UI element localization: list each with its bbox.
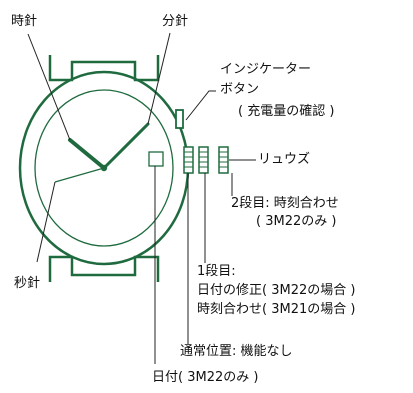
- watch-dial: [34, 89, 174, 247]
- leader-lines: [27, 32, 256, 364]
- label-step-1-line3: 時刻合わせ( 3M21の場合 ): [197, 302, 356, 317]
- watch-case: [48, 55, 160, 82]
- crown-steps: [183, 146, 229, 174]
- center-pin: [100, 164, 108, 172]
- label-step-1-line1: 1段目:: [197, 264, 236, 279]
- date-window: [148, 151, 164, 167]
- indicator-button: [175, 109, 184, 129]
- label-second-hand: 秒針: [14, 276, 41, 291]
- leader-indicator: [185, 90, 216, 121]
- crown-step-2: [218, 146, 229, 174]
- hour-hand: [68, 138, 106, 170]
- label-indicator-button-3: ( 充電量の確認 ): [238, 104, 335, 119]
- label-minute-hand: 分針: [162, 14, 189, 29]
- leader-second-hand: [36, 181, 56, 263]
- crown-step-normal: [183, 146, 194, 174]
- label-step-2-line2: ( 3M22のみ ): [256, 214, 337, 229]
- label-indicator-button-2: ボタン: [220, 82, 260, 97]
- second-hand: [54, 167, 105, 183]
- crown-step-1: [198, 146, 209, 174]
- leader-minute-hand: [147, 32, 171, 125]
- label-date: 日付( 3M22のみ ): [152, 370, 259, 385]
- watch-case-bottom: [48, 255, 160, 282]
- label-normal-position: 通常位置: 機能なし: [180, 344, 293, 359]
- label-step-1-line2: 日付の修正( 3M22の場合 ): [197, 283, 356, 298]
- leader-hour-hand: [27, 33, 71, 141]
- label-crown: リュウズ: [258, 152, 311, 167]
- label-indicator-button-1: インジケーター: [220, 62, 312, 77]
- label-hour-hand: 時針: [11, 14, 38, 29]
- label-step-2-line1: 2段目: 時刻合わせ: [231, 196, 339, 211]
- minute-hand: [102, 122, 150, 170]
